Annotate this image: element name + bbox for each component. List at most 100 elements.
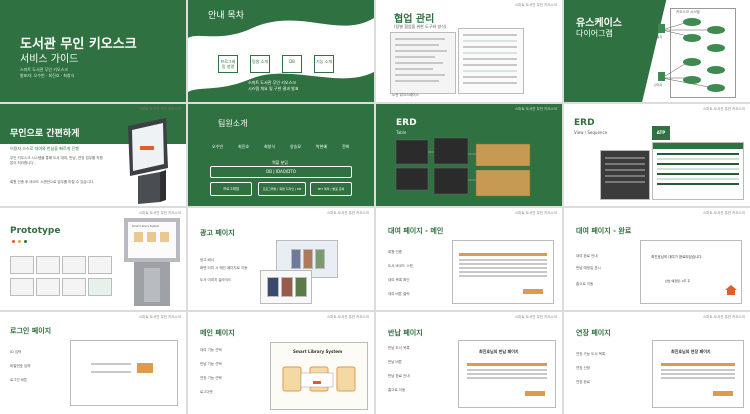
slide-3-sub: (팀별 협업을 위한 도구와 방식) [394, 24, 447, 29]
slide-14[interactable]: 스마트 도서관 무인 키오스크 메인 페이지 대여 기능 선택 반납 기능 선택… [188, 312, 374, 414]
ad-bullet-2: 화면 터치 시 메인 페이지로 이동 [200, 266, 248, 270]
slide-9-tag: 스마트 도서관 무인 키오스크 [139, 211, 181, 215]
login-bullet-2: 비밀번호 입력 [10, 364, 31, 368]
slide-8-sub: View / Sequence [574, 130, 608, 135]
role-label: 역할 분담 [272, 160, 288, 165]
slide-3[interactable]: 스마트 도서관 무인 키오스크 협업 관리 (팀별 협업을 위한 도구와 방식)… [376, 0, 562, 102]
slide-4[interactable]: 유스케이스 다이어그램 키오스크 시스템 사용자 관리자 [564, 0, 750, 102]
done-bullet-2: 반납 예정일 표시 [576, 266, 601, 270]
slide-3-logo: 노션 워크스페이스 [392, 93, 419, 97]
member-6: 전희 [342, 144, 350, 149]
ad-screen-2 [260, 270, 312, 304]
slide-5-p2: 회원 인증 후 바코드 스캔만으로 업무를 마칠 수 있습니다. [10, 180, 95, 184]
slide-12-title: 대여 페이지 - 완료 [576, 227, 632, 235]
login-bullet-1: ID 입력 [10, 350, 22, 354]
dot-red [12, 240, 15, 243]
slide-12-tag: 스마트 도서관 무인 키오스크 [703, 211, 745, 215]
login-screen [70, 340, 178, 406]
login-bullet-3: 로그인 버튼 [10, 378, 28, 382]
slide-16[interactable]: 스마트 도서관 무인 키오스크 연장 페이지 연장 가능 도서 목록 연장 신청… [564, 312, 750, 414]
rent-bullet-1: 회원 인증 [388, 250, 402, 254]
extend-bullet-2: 연장 신청 [576, 366, 590, 370]
member-5: 박현혜 [316, 144, 328, 149]
rent-done-message: 최진호님의 대여가 완료되었습니다. [651, 255, 703, 259]
return-screen: 최진호님의 반납 페이지 [458, 340, 556, 408]
main-book-icons [282, 366, 356, 392]
usecase-diagram [658, 18, 725, 92]
slide-5[interactable]: 스마트 도서관 무인 키오스크 무인으로 간편하게 이용자 스스로 대여와 반납… [0, 104, 186, 206]
proto-thumb-1 [10, 256, 34, 274]
slide-2[interactable]: 안내 목차 프로그래밍 설명 팀원 소개 DB 기능 소개 스마트 도서관 무인… [188, 0, 374, 102]
return-bullet-4: 홈으로 이동 [388, 388, 406, 392]
slide-1-sub-2: 발표자: 오수빈 · 최진호 · 최창식 [20, 73, 75, 78]
slide-1-title-2: 서비스 가이드 [20, 54, 79, 65]
slide-9-title: Prototype [10, 226, 61, 236]
main-bullet-1: 대여 기능 선택 [200, 348, 222, 352]
slide-2-footer-2: 시스템 개요 및 구현 결과 발표 [248, 86, 299, 91]
atp-logo: ATP [652, 126, 670, 140]
rent-bullet-4: 대여 버튼 클릭 [388, 292, 410, 296]
main-bullet-3: 연장 기능 선택 [200, 376, 222, 380]
slide-11-tag: 스마트 도서관 무인 키오스크 [515, 211, 557, 215]
member-1: 오수빈 [212, 144, 224, 149]
slide-11[interactable]: 스마트 도서관 무인 키오스크 대여 페이지 - 메인 회원 인증 도서 바코드… [376, 208, 562, 310]
slide-13-title: 로그인 페이지 [10, 327, 52, 335]
notion-screenshot-left [390, 32, 456, 94]
role-pill-3: PPT 제작 | 발표 준비 [310, 182, 352, 196]
member-3: 최창식 [264, 144, 276, 149]
slide-10-title: 광고 페이지 [200, 229, 235, 237]
actor-user-label: 사용자 [654, 35, 663, 39]
toc-item-4[interactable]: 기능 소개 [314, 55, 334, 73]
home-icon[interactable] [725, 285, 737, 295]
dot-green [24, 240, 27, 243]
role-pill-2: 프로그래밍 | 화면 디자인 | DB [258, 182, 306, 196]
slide-16-tag: 스마트 도서관 무인 키오스크 [703, 315, 745, 319]
proto-thumb-7 [62, 278, 86, 296]
rent-main-screen [452, 240, 554, 304]
slide-9[interactable]: 스마트 도서관 무인 키오스크 Prototype Smart Library … [0, 208, 186, 310]
usecase-system-label: 키오스크 시스템 [676, 10, 700, 14]
proto-thumb-6 [36, 278, 60, 296]
slide-8-title: ERD [574, 118, 595, 128]
slide-14-tag: 스마트 도서관 무인 키오스크 [327, 315, 369, 319]
done-bullet-3: 홈으로 이동 [576, 282, 594, 286]
toc-item-1[interactable]: 프로그래밍 설명 [218, 55, 238, 73]
slide-8[interactable]: 스마트 도서관 무인 키오스크 ERD View / Sequence ATP [564, 104, 750, 206]
actor-admin-label: 관리자 [654, 83, 663, 87]
slide-8-tag: 스마트 도서관 무인 키오스크 [703, 107, 745, 111]
slide-11-title: 대여 페이지 - 메인 [388, 227, 444, 235]
return-screen-title: 최진호님의 반납 페이지 [479, 349, 519, 354]
done-bullet-1: 대여 완료 안내 [576, 254, 598, 258]
slide-2-title: 안내 목차 [208, 11, 244, 21]
slide-13-tag: 스마트 도서관 무인 키오스크 [139, 315, 181, 319]
view-screenshot [652, 142, 744, 200]
toc-item-3[interactable]: DB [282, 55, 302, 73]
rent-done-screen: 최진호님의 대여가 완료되었습니다. 반납 예정일: 2주 후 [640, 240, 742, 304]
slide-15-title: 반납 페이지 [388, 329, 423, 337]
slide-4-title: 유스케이스 [576, 18, 622, 29]
ad-bullet-3: 도서 이미지 슬라이드 [200, 278, 232, 282]
sequence-screenshot [600, 150, 650, 200]
slide-13[interactable]: 스마트 도서관 무인 키오스크 로그인 페이지 ID 입력 비밀번호 입력 로그… [0, 312, 186, 414]
toc-item-2[interactable]: 팀원 소개 [250, 55, 270, 73]
slide-14-title: 메인 페이지 [200, 329, 235, 337]
slide-2-wave [188, 0, 374, 102]
slide-3-tag: 스마트 도서관 무인 키오스크 [515, 3, 557, 7]
proto-thumb-8 [88, 278, 112, 296]
proto-thumb-2 [36, 256, 60, 274]
slide-16-title: 연장 페이지 [576, 329, 611, 337]
member-4: 양승묘 [290, 144, 302, 149]
main-screen-title: Smart Library System [293, 349, 343, 354]
member-2: 최진호 [238, 144, 250, 149]
slide-15[interactable]: 스마트 도서관 무인 키오스크 반납 페이지 반납 도서 목록 반납 버튼 반납… [376, 312, 562, 414]
slide-6[interactable]: 팀원소개 오수빈 최진호 최창식 양승묘 박현혜 전희 역할 분담 DB | I… [188, 104, 374, 206]
proto-kiosk [124, 218, 180, 306]
extend-bullet-3: 연장 완료 [576, 380, 590, 384]
slide-12[interactable]: 스마트 도서관 무인 키오스크 대여 페이지 - 완료 대여 완료 안내 반납 … [564, 208, 750, 310]
slide-10[interactable]: 스마트 도서관 무인 키오스크 광고 페이지 광고 배너 화면 터치 시 메인 … [188, 208, 374, 310]
slide-5-tag: 스마트 도서관 무인 키오스크 [139, 107, 181, 111]
slide-6-title: 팀원소개 [218, 119, 248, 128]
slide-7[interactable]: 스마트 도서관 무인 키오스크 ERD Table [376, 104, 562, 206]
slide-1[interactable]: 도서관 무인 키오스크 서비스 가이드 스마트 도서관 무인 키오스크 발표자:… [0, 0, 186, 102]
